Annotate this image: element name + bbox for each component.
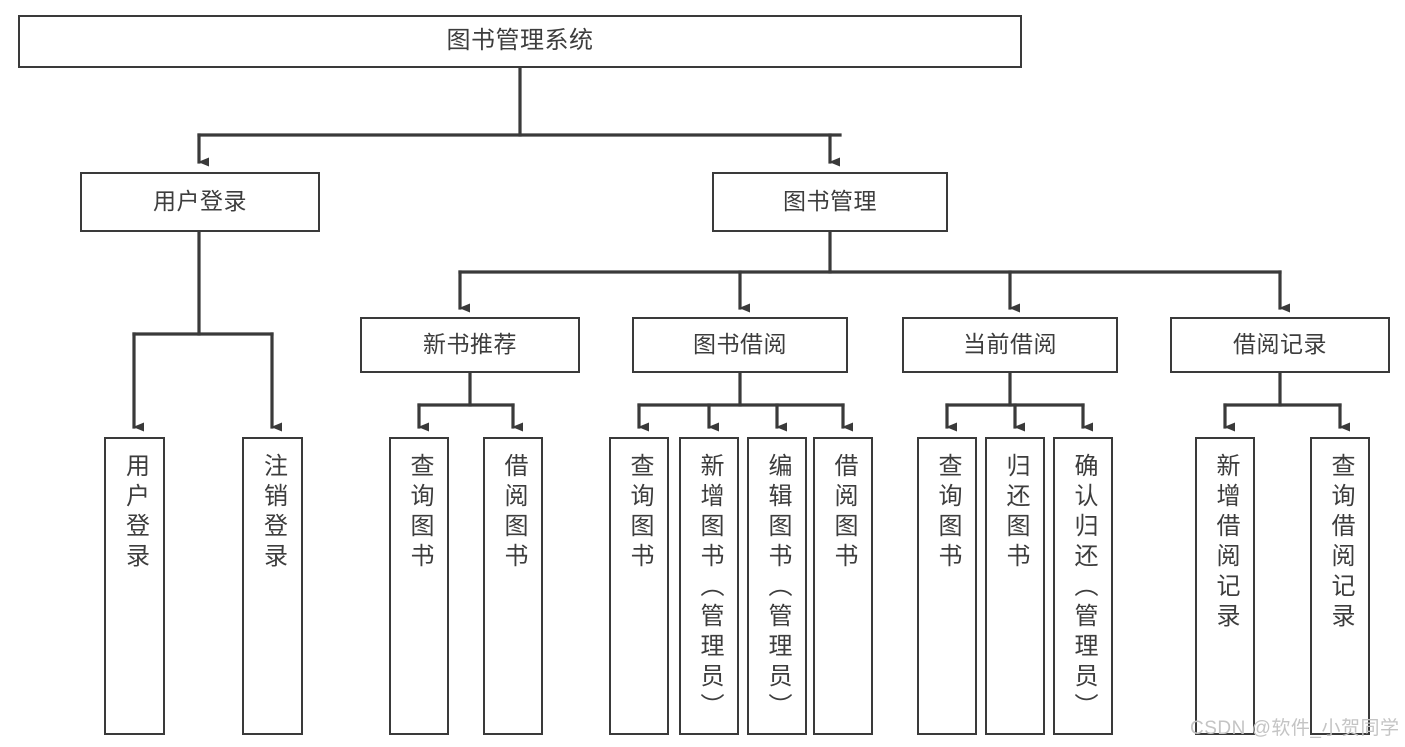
node-user-login[interactable]: 用户登录 [80,172,320,232]
leaf-user-login-signin[interactable]: 用户登录 [104,437,165,735]
leaf-user-login-signout[interactable]: 注销登录 [242,437,303,735]
leaf-book-borrow-query[interactable]: 查询图书 [609,437,669,735]
node-label: 借阅图书 [830,453,857,573]
node-label: 图书管理系统 [446,27,594,55]
leaf-book-borrow-lend[interactable]: 借阅图书 [813,437,873,735]
node-label: 查询图书 [406,453,433,573]
node-label: 借阅记录 [1233,331,1327,358]
leaf-book-borrow-edit[interactable]: 编辑图书（管理员） [747,437,807,735]
leaf-current-borrow-confirm-return[interactable]: 确认归还（管理员） [1053,437,1113,735]
node-label: 新增图书（管理员） [696,453,723,723]
node-label: 用户登录 [121,453,149,573]
node-label: 图书管理 [783,188,877,215]
node-label: 新书推荐 [423,331,517,358]
node-label: 查询借阅记录 [1327,453,1354,633]
leaf-new-book-query[interactable]: 查询图书 [389,437,449,735]
node-book-manage[interactable]: 图书管理 [712,172,948,232]
node-borrow-record[interactable]: 借阅记录 [1170,317,1390,373]
node-label: 新增借阅记录 [1212,453,1239,633]
node-new-book-recommend[interactable]: 新书推荐 [360,317,580,373]
node-book-borrow[interactable]: 图书借阅 [632,317,848,373]
node-root-system[interactable]: 图书管理系统 [18,15,1022,68]
leaf-new-book-borrow[interactable]: 借阅图书 [483,437,543,735]
node-label: 编辑图书（管理员） [764,453,791,723]
node-label: 归还图书 [1002,453,1029,573]
leaf-current-borrow-query[interactable]: 查询图书 [917,437,977,735]
node-label: 用户登录 [153,188,247,215]
node-label: 查询图书 [626,453,653,573]
node-label: 图书借阅 [693,331,787,358]
leaf-current-borrow-return[interactable]: 归还图书 [985,437,1045,735]
node-current-borrow[interactable]: 当前借阅 [902,317,1118,373]
node-label: 当前借阅 [963,331,1057,358]
node-label: 确认归还（管理员） [1070,453,1097,723]
leaf-borrow-record-add[interactable]: 新增借阅记录 [1195,437,1255,735]
leaf-borrow-record-query[interactable]: 查询借阅记录 [1310,437,1370,735]
node-label: 借阅图书 [500,453,527,573]
node-label: 查询图书 [934,453,961,573]
node-label: 注销登录 [259,453,287,573]
leaf-book-borrow-add[interactable]: 新增图书（管理员） [679,437,739,735]
